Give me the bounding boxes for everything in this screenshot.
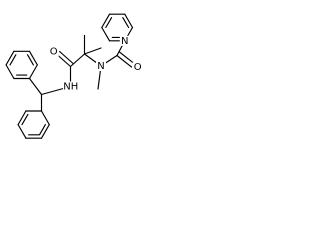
bond-carbonyl-left-to-o-2: [59, 50, 74, 65]
bond-phenyl-upper-2: [28, 50, 38, 66]
right-amide-nitrogen-label-bg: [96, 61, 106, 71]
bond-phenyl-lower-1: [40, 110, 50, 126]
bond-carbonyl-right-to-o-1: [116, 54, 133, 68]
molecule-structure-diagram: N O N O NH: [5, 13, 143, 139]
benzhydryl-center: [28, 77, 43, 112]
bond-phenyl-lower-5: [17, 110, 27, 126]
bond-phenyl-upper-5: [5, 64, 15, 80]
left-amide-oxygen-label: O: [50, 47, 58, 58]
bond-carbonyl-left-to-o-1: [56, 53, 72, 68]
bond-pyridine-c2-c3: [124, 13, 134, 29]
bond-pyridine-c4-c5: [101, 13, 111, 29]
bond-phenyl-upper-double-1: [26, 54, 34, 66]
pyridine-nitrogen-label-bg: [119, 35, 130, 46]
left-amide-oxygen-label-bg: [48, 46, 59, 57]
bond-phenyl-lower-4: [17, 124, 27, 139]
bond-pyridine-double-2: [105, 17, 113, 29]
right-amide-oxygen-label-bg: [132, 62, 143, 73]
right-amide-nitrogen-label: N: [97, 61, 104, 72]
phenyl-ring-lower: [17, 110, 50, 139]
bond-phenyl-lower-2: [40, 124, 50, 139]
bond-phenyl-upper-4: [5, 50, 15, 66]
right-amide-oxygen-label: O: [134, 62, 142, 73]
phenyl-ring-upper: [5, 50, 38, 80]
pyridine-ring: [101, 13, 134, 42]
bond-pyridine-double-1: [122, 17, 130, 29]
bond-quaternary-c-methyl-right: [83, 47, 102, 55]
bond-quaternary-c-to-carbonyl-left: [69, 53, 86, 68]
left-amide-nh-label: NH: [63, 82, 78, 93]
bond-phenyl-lower-double-2: [21, 113, 29, 126]
atom-labels: N O N O NH: [48, 35, 143, 93]
bond-carbonyl-right-to-o-2: [119, 51, 135, 65]
pyridine-nitrogen-label: N: [121, 36, 128, 47]
bond-phenyl-upper-1: [28, 64, 38, 80]
left-amide-nh-label-bg: [63, 81, 79, 92]
bond-phenyl-upper-double-2: [9, 54, 17, 66]
bond-benzhydryl-to-phenyl-upper: [28, 77, 43, 96]
bond-phenyl-lower-double-1: [38, 124, 46, 136]
bond-pyridine-c5-c6: [101, 26, 111, 42]
